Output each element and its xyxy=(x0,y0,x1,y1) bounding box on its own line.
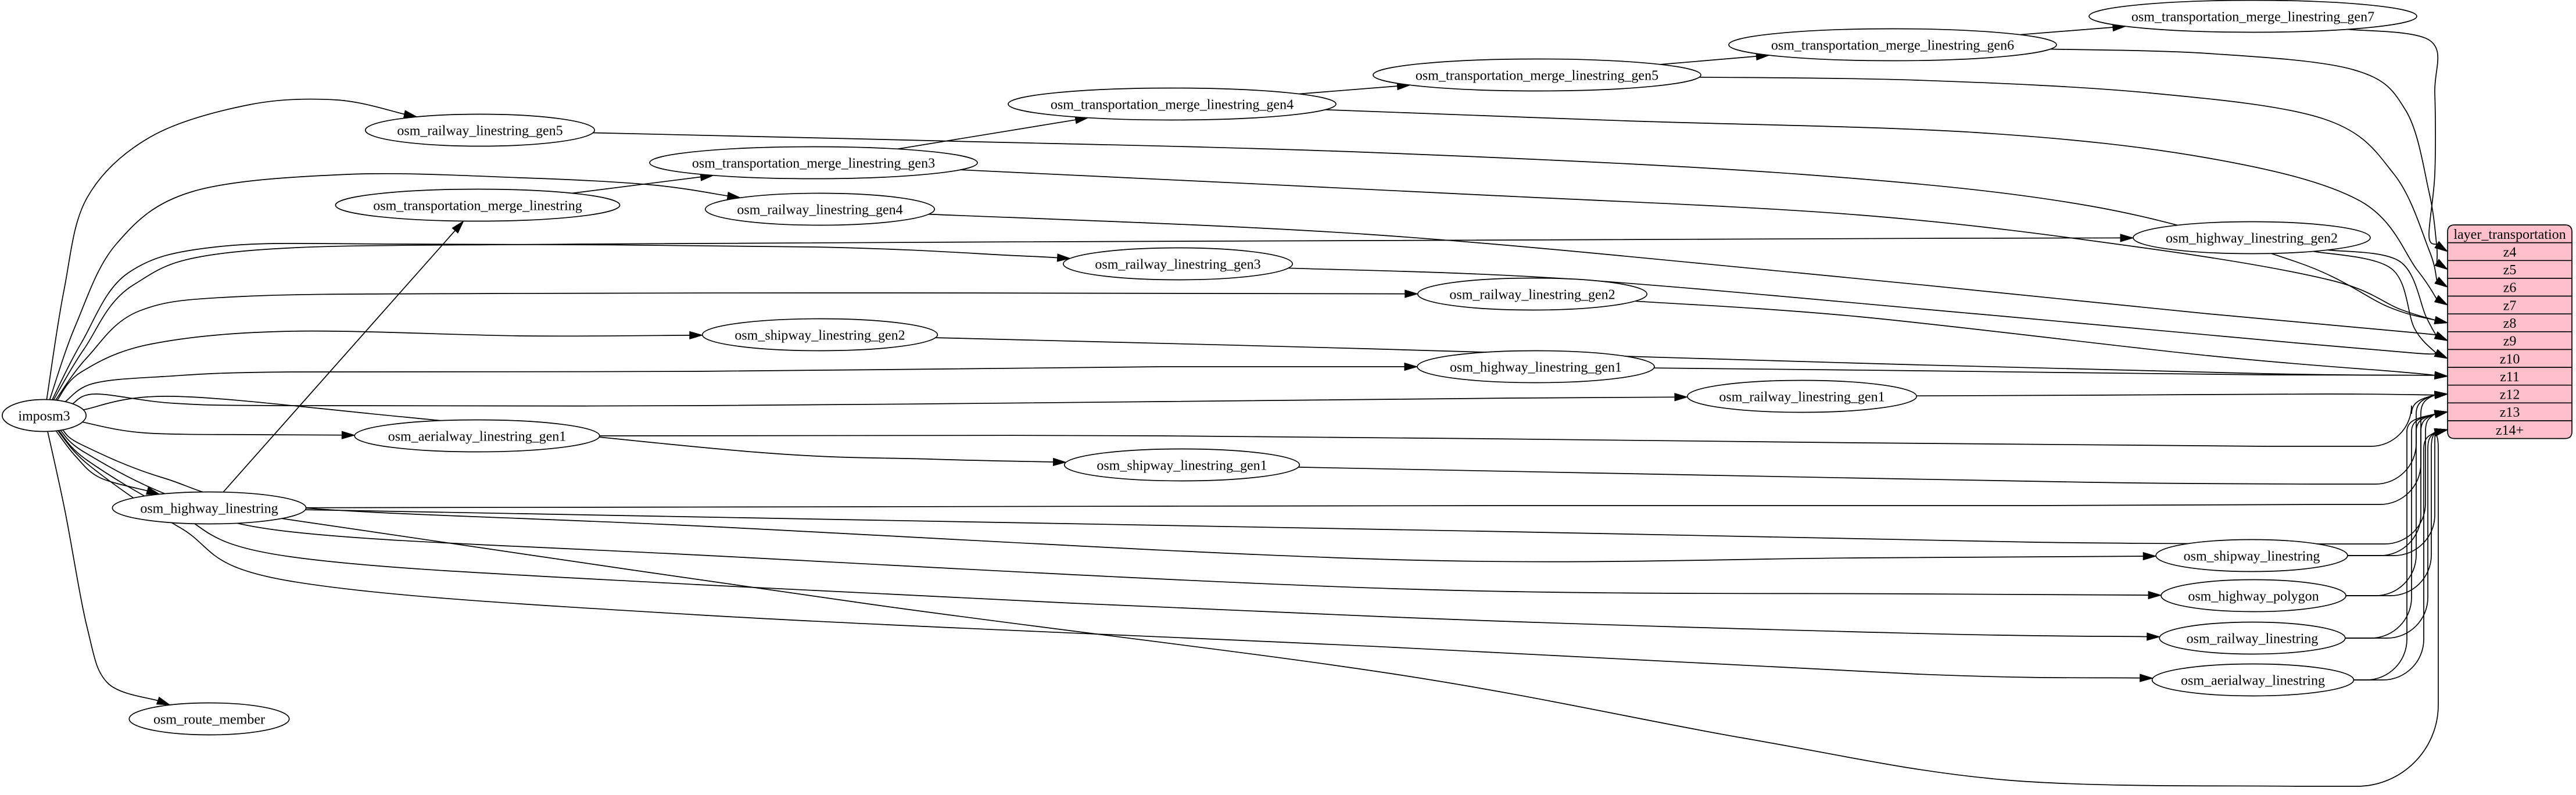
svg-text:osm_aerialway_linestring_gen1: osm_aerialway_linestring_gen1 xyxy=(388,429,567,445)
svg-text:osm_shipway_linestring: osm_shipway_linestring xyxy=(2184,549,2320,564)
svg-text:z14+: z14+ xyxy=(2496,423,2524,438)
svg-text:osm_highway_linestring_gen1: osm_highway_linestring_gen1 xyxy=(1450,360,1622,375)
svg-text:osm_highway_polygon: osm_highway_polygon xyxy=(2188,589,2319,604)
svg-text:osm_highway_linestring: osm_highway_linestring xyxy=(140,502,278,517)
svg-text:osm_transportation_merge_lines: osm_transportation_merge_linestring_gen7 xyxy=(2131,10,2374,25)
svg-text:z7: z7 xyxy=(2503,298,2517,313)
svg-text:osm_railway_linestring_gen2: osm_railway_linestring_gen2 xyxy=(1449,288,1615,303)
svg-text:osm_railway_linestring_gen1: osm_railway_linestring_gen1 xyxy=(1719,390,1884,405)
svg-text:z9: z9 xyxy=(2503,334,2517,349)
svg-text:osm_transportation_merge_lines: osm_transportation_merge_linestring xyxy=(373,199,582,214)
svg-text:osm_transportation_merge_lines: osm_transportation_merge_linestring_gen4 xyxy=(1051,98,1294,113)
svg-text:z8: z8 xyxy=(2503,316,2517,331)
svg-text:osm_shipway_linestring_gen1: osm_shipway_linestring_gen1 xyxy=(1097,459,1267,474)
svg-text:osm_aerialway_linestring: osm_aerialway_linestring xyxy=(2181,674,2325,689)
svg-text:z10: z10 xyxy=(2500,352,2520,367)
svg-text:z6: z6 xyxy=(2503,281,2517,296)
svg-text:osm_shipway_linestring_gen2: osm_shipway_linestring_gen2 xyxy=(735,328,905,343)
svg-text:osm_transportation_merge_lines: osm_transportation_merge_linestring_gen3 xyxy=(692,156,935,171)
svg-text:osm_railway_linestring_gen3: osm_railway_linestring_gen3 xyxy=(1095,257,1260,273)
svg-text:z13: z13 xyxy=(2500,405,2520,420)
svg-text:osm_railway_linestring: osm_railway_linestring xyxy=(2187,632,2319,647)
svg-text:osm_transportation_merge_lines: osm_transportation_merge_linestring_gen6 xyxy=(1771,38,2014,53)
svg-text:osm_highway_linestring_gen2: osm_highway_linestring_gen2 xyxy=(2166,231,2338,246)
svg-text:z12: z12 xyxy=(2500,388,2520,403)
svg-text:imposm3: imposm3 xyxy=(18,409,70,424)
svg-text:osm_railway_linestring_gen5: osm_railway_linestring_gen5 xyxy=(397,124,563,139)
svg-text:layer_transportation: layer_transportation xyxy=(2453,227,2566,242)
svg-text:osm_transportation_merge_lines: osm_transportation_merge_linestring_gen5 xyxy=(1416,69,1658,84)
svg-text:z4: z4 xyxy=(2503,245,2517,260)
svg-text:z11: z11 xyxy=(2500,370,2520,385)
svg-text:osm_route_member: osm_route_member xyxy=(153,712,265,728)
svg-text:z5: z5 xyxy=(2503,263,2517,278)
svg-text:osm_railway_linestring_gen4: osm_railway_linestring_gen4 xyxy=(737,203,902,218)
